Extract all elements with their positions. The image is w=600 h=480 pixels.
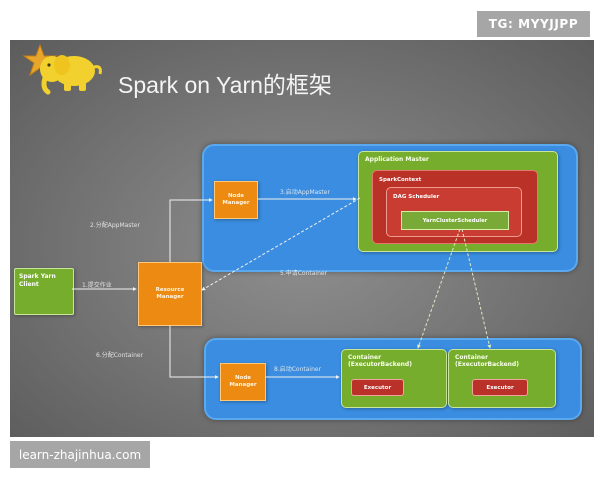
arrow-register-container bbox=[201, 197, 361, 291]
arrow-yarn-scheduler-to-container-2 bbox=[461, 228, 492, 349]
arrow-yarn-scheduler-to-container-1 bbox=[417, 228, 461, 349]
node-manager-top-label: Node Manager bbox=[222, 193, 250, 206]
container-1: Container (ExecutorBackend) bbox=[341, 349, 447, 408]
watermark-bottom: learn-zhajinhua.com bbox=[10, 441, 150, 468]
edge-label-allocate-appmaster: 2.分配AppMaster bbox=[90, 222, 140, 229]
arrow-allocate-appmaster bbox=[169, 198, 213, 262]
diagram-arrows bbox=[72, 197, 492, 379]
node-manager-bottom: Node Manager bbox=[220, 363, 266, 401]
edge-label-start-appmaster: 3.启动AppMaster bbox=[280, 189, 330, 196]
client-label: Spark Yarn Client bbox=[19, 273, 56, 288]
container-2-label: Container (ExecutorBackend) bbox=[455, 354, 519, 369]
application-master-label: Application Master bbox=[365, 156, 429, 163]
edge-label-register-container: 5.申请Container bbox=[280, 270, 328, 277]
yarn-cluster-scheduler: YarnClusterScheduler bbox=[401, 211, 509, 230]
node-manager-top: Node Manager bbox=[214, 181, 258, 219]
node-manager-bottom-label: Node Manager bbox=[229, 375, 257, 388]
resource-manager-label: Resource Manager bbox=[155, 287, 185, 300]
watermark-top: TG: MYYJJPP bbox=[477, 11, 590, 37]
container-1-label: Container (ExecutorBackend) bbox=[348, 354, 412, 369]
container-2: Container (ExecutorBackend) bbox=[448, 349, 556, 408]
executor-1: Executor bbox=[351, 379, 404, 396]
hadoop-elephant-logo-icon bbox=[22, 43, 102, 95]
edge-label-start-container: 8.启动Container bbox=[274, 366, 322, 373]
executor-2: Executor bbox=[472, 379, 528, 396]
spark-context-label: SparkContext bbox=[379, 177, 422, 183]
dag-scheduler-label: DAG Scheduler bbox=[393, 194, 440, 200]
edge-label-submit-job: 1.提交作业 bbox=[82, 282, 112, 289]
slide: Spark on Yarn的框架 Node Manager Applicatio… bbox=[10, 40, 594, 437]
client: Spark Yarn Client bbox=[14, 268, 74, 315]
slide-title: Spark on Yarn的框架 bbox=[118, 72, 332, 98]
edge-label-allocate-container: 6.分配Container bbox=[96, 352, 144, 359]
resource-manager: Resource Manager bbox=[138, 262, 202, 326]
arrow-allocate-container bbox=[169, 325, 219, 379]
